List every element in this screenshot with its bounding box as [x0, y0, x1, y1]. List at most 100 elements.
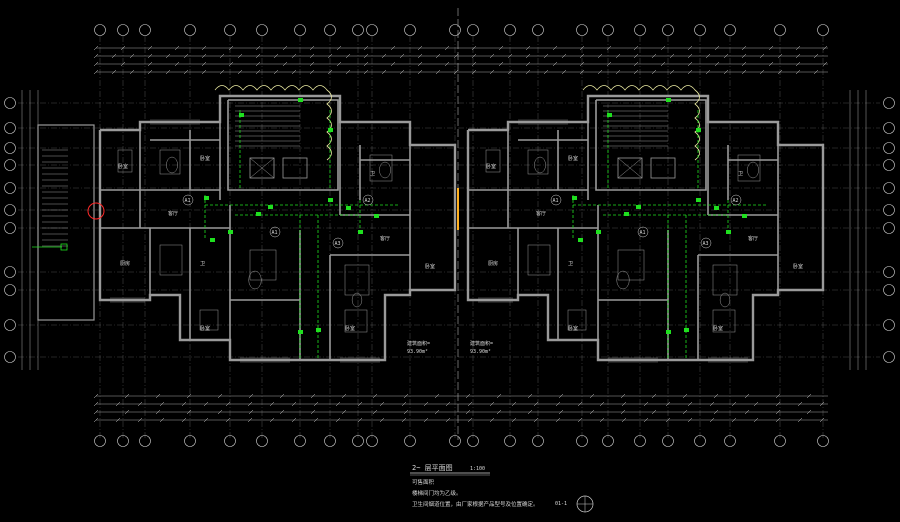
electrical-device	[210, 238, 215, 242]
walls-layer	[37, 94, 825, 363]
dimension-tick	[137, 401, 143, 407]
axis-bubble	[504, 435, 516, 447]
axis-bubble	[366, 24, 378, 36]
elevator-shaft	[617, 157, 643, 179]
dimension-tick	[390, 45, 396, 51]
dimension-tick	[471, 45, 477, 51]
unit-callout	[362, 194, 374, 206]
dimension-tick	[379, 401, 385, 407]
dimension-tick	[806, 393, 812, 399]
dimension-tick	[363, 61, 369, 67]
dimension-tick	[525, 69, 531, 75]
room-label: 厨房	[120, 260, 130, 267]
electrical-device	[714, 206, 719, 210]
dimension-tick	[291, 69, 297, 75]
room-label: 卧室	[200, 325, 210, 332]
dimension-tick	[741, 69, 747, 75]
dimension-tick	[819, 401, 825, 407]
dimension-tick	[682, 409, 688, 415]
dimension-tick	[665, 401, 671, 407]
dimension-tick	[434, 409, 440, 415]
unit-callout	[269, 226, 281, 238]
dimension-tick	[633, 53, 639, 59]
furniture	[617, 249, 645, 281]
dimension-tick	[651, 53, 657, 59]
dimension-tick	[552, 45, 558, 51]
fixture	[351, 292, 363, 308]
dimension-tick	[93, 69, 99, 75]
dimension-lines	[21, 45, 867, 423]
unit-callout-label: A3	[335, 241, 341, 247]
dimension-tick	[203, 401, 209, 407]
dimension-tick	[579, 61, 585, 67]
dimension-tick	[775, 417, 781, 423]
room-label: 卫	[738, 171, 743, 177]
dimension-tick	[768, 61, 774, 67]
elevator-shaft	[249, 157, 275, 179]
dimension-tick	[705, 69, 711, 75]
elevator-shaft	[282, 157, 308, 179]
dimension-tick	[372, 409, 378, 415]
dimension-tick	[336, 61, 342, 67]
axis-bubble	[4, 97, 16, 109]
dimension-tick	[282, 45, 288, 51]
axis-bubble	[694, 435, 706, 447]
dimension-tick	[651, 393, 657, 399]
dimension-tick	[327, 69, 333, 75]
fixture	[616, 270, 630, 290]
dimension-tick	[445, 401, 451, 407]
dimension-tick	[217, 393, 223, 399]
dimension-tick	[589, 393, 595, 399]
dimension-tick	[228, 45, 234, 51]
dimension-tick	[775, 409, 781, 415]
room-label: 厨房	[488, 260, 498, 267]
dimension-tick	[813, 69, 819, 75]
dimension-tick	[357, 401, 363, 407]
dimension-tick	[555, 401, 561, 407]
dimension-tick	[203, 417, 209, 423]
dimension-tick	[577, 417, 583, 423]
furniture	[567, 309, 587, 331]
dimension-tick	[423, 417, 429, 423]
dimension-tick	[768, 45, 774, 51]
fixture	[248, 270, 262, 290]
axis-bubble	[724, 435, 736, 447]
dimension-tick	[615, 69, 621, 75]
axis-bubble	[883, 97, 895, 109]
dimension-tick	[714, 45, 720, 51]
dimension-tick	[687, 45, 693, 51]
dimension-tick	[527, 393, 533, 399]
unit-callout	[182, 194, 194, 206]
furniture	[249, 249, 277, 281]
dimension-tick	[313, 401, 319, 407]
axis-bubble	[883, 319, 895, 331]
dimension-tick	[147, 69, 153, 75]
room-label: 卧室	[118, 163, 128, 170]
axis-bubble	[4, 182, 16, 194]
room-label: 卫	[568, 261, 573, 267]
dimension-tick	[465, 409, 471, 415]
axis-bubble	[602, 435, 614, 447]
electrical-device	[316, 328, 321, 332]
dimension-tick	[577, 401, 583, 407]
axis-bubble	[4, 284, 16, 296]
dimension-tick	[597, 69, 603, 75]
dimension-tick	[633, 69, 639, 75]
dimension-tick	[417, 61, 423, 67]
dimension-tick	[310, 393, 316, 399]
dimension-tick	[310, 409, 316, 415]
dimension-tick	[93, 417, 99, 423]
dimension-tick	[665, 417, 671, 423]
dimension-tick	[633, 61, 639, 67]
electrical-layer	[32, 85, 768, 360]
axis-bubble	[662, 435, 674, 447]
dimension-tick	[496, 393, 502, 399]
axis-bubble	[4, 222, 16, 234]
dimension-tick	[93, 401, 99, 407]
dimension-tick	[777, 69, 783, 75]
dimension-tick	[660, 61, 666, 67]
dimension-tick	[435, 53, 441, 59]
dimension-tick	[183, 69, 189, 75]
dimension-tick	[399, 53, 405, 59]
